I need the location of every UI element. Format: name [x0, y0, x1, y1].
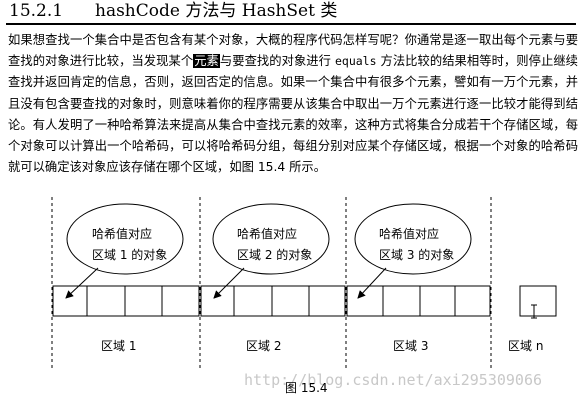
section-title: hashCode 方法与 HashSet 类: [95, 1, 338, 21]
cell-row-region3: [346, 285, 491, 317]
bubble-2: 哈希值对应 区域 2 的对象: [212, 203, 330, 299]
body-text-part3: 方法比较的结果相等时，则停止继续查找并返回肯定的信息，否则，返回否定的信息。如果…: [8, 54, 578, 175]
bubble-3-line1: 哈希值对应: [379, 226, 439, 241]
body-text-part2: 与要查找的对象进行: [219, 54, 331, 69]
bubble-1-line1: 哈希值对应: [92, 226, 152, 241]
cell-row-region1: [52, 285, 200, 317]
storage-cells: [52, 285, 557, 317]
figure-caption: 图 15.4: [285, 381, 328, 395]
bubble-1: 哈希值对应 区域 1 的对象: [65, 203, 184, 299]
region-label-3: 区域 3: [393, 339, 428, 353]
region-label-n: 区域 n: [508, 339, 543, 353]
region-label-1: 区域 1: [101, 339, 136, 353]
section-number: 15.2.1: [9, 1, 64, 21]
code-equals: equals: [334, 54, 377, 69]
body-text-part1: 如果想查找一个集合中是否包含有某个对象，大概的程序代码怎样写呢？你通常是逐一取出…: [8, 33, 578, 69]
watermark-url: http://blog.csdn.net/axi295309066: [244, 371, 542, 389]
cell-row-regionn: [519, 285, 557, 317]
text-cursor-icon: [531, 304, 537, 319]
bubble-3: 哈希值对应 区域 3 的对象: [354, 203, 472, 299]
region-label-2: 区域 2: [246, 339, 281, 353]
bubble-1-line2: 区域 1 的对象: [92, 247, 167, 262]
bubble-2-line2: 区域 2 的对象: [237, 247, 312, 262]
region-separators: [51, 197, 492, 370]
bubble-3-line2: 区域 3 的对象: [379, 247, 454, 262]
cell-row-region2: [200, 285, 346, 317]
highlighted-word: 元素: [193, 54, 220, 69]
bubble-3-arrow: [357, 267, 387, 299]
body-paragraph: 如果想查找一个集合中是否包含有某个对象，大概的程序代码怎样写呢？你通常是逐一取出…: [8, 30, 578, 178]
section-heading: 15.2.1 hashCode 方法与 HashSet 类: [6, 0, 576, 26]
bubble-1-arrow: [65, 267, 99, 299]
bubble-2-arrow: [213, 267, 245, 299]
bubble-2-line1: 哈希值对应: [237, 226, 297, 241]
